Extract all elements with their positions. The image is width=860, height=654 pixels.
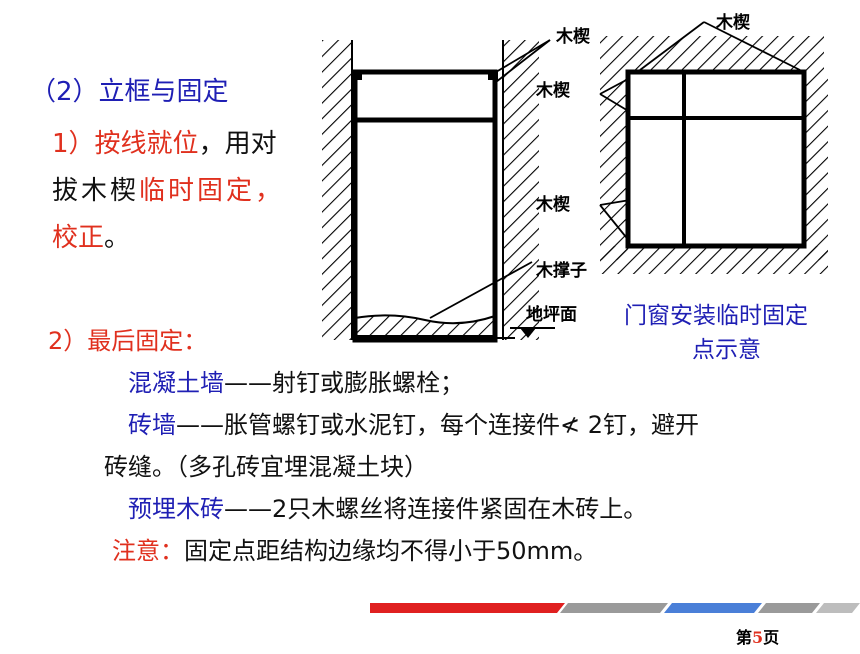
window-bottom-hatch [600,246,828,274]
label-wedge-mid: 木楔 [535,80,570,101]
note-label: 注意： [112,537,184,565]
item-wood: 预埋木砖——2只木螺丝将连接件紧固在木砖上。 [128,494,647,524]
wedge-mark [488,70,498,80]
step1-rest: ，用对 [198,129,277,159]
item-brick-term: 砖墙 [128,411,176,439]
note-text: 固定点距结构边缘均不得小于50mm。 [184,537,598,565]
item-wood-term: 预埋木砖 [128,495,224,523]
step1-line1: 1）按线就位，用对 [52,128,277,160]
label-brace: 木撑子 [535,260,587,281]
section-heading: （2）立框与固定 [30,77,229,107]
floor-marker-arrow [520,328,536,338]
label-wedge-top-left: 木楔 [555,26,590,47]
window-left-hatch [600,72,628,260]
item-brick-text: ——胀管螺钉或水泥钉，每个连接件≮ 2钉，避开 [176,411,700,439]
step1-number: 1） [52,129,95,159]
left-wall-hatch [322,40,352,340]
item-wood-text: ——2只木螺丝将连接件紧固在木砖上。 [224,495,648,523]
label-wedge-top-right: 木楔 [715,12,750,33]
window-opening [628,72,804,246]
diagram-caption-line1: 门窗安装临时固定 [624,303,808,329]
item-brick-text2: 砖缝。（多孔砖宜埋混凝土块） [104,453,428,481]
window-right-hatch [804,72,828,260]
diagram-caption-line2: 点示意 [692,337,761,363]
item-brick: 砖墙——胀管螺钉或水泥钉，每个连接件≮ 2钉，避开 [128,410,699,440]
leader-lines [429,21,801,319]
installation-diagram: 木楔 木楔 木楔 木楔 木撑子 地坪面 [322,12,828,343]
wood-brace [354,314,496,337]
label-wedge-lower: 木楔 [535,194,570,215]
step1-line2-a: 拔木楔 [52,176,140,206]
right-wall-hatch [503,40,539,340]
step1-bold: 按线就位 [94,129,199,159]
footer-bar [370,603,860,613]
page-suffix: 页 [763,628,780,647]
step1-line2: 拔木楔临时固定， [52,175,284,207]
note: 注意：固定点距结构边缘均不得小于50mm。 [112,536,597,566]
item-concrete-term: 混凝土墙 [128,369,224,397]
page-prefix: 第 [736,628,753,647]
wedge-mark [352,70,362,80]
page-number: 第5页 [736,624,779,648]
window-frame [625,69,807,249]
item-concrete: 混凝土墙——射钉或膨胀螺栓； [128,368,464,398]
page-num: 5 [752,628,764,647]
label-floor: 地坪面 [526,304,577,325]
window-top-hatch [600,36,824,72]
item-concrete-text: ——射钉或膨胀螺栓； [224,369,464,397]
step1-line3-end: 。 [104,223,131,253]
step1-line3: 校正。 [52,222,130,254]
step1-line2-b: 临时固定， [139,176,285,206]
step2-label: 2）最后固定： [48,327,208,355]
door-frame [352,69,498,343]
step1-line3-text: 校正 [52,223,105,253]
